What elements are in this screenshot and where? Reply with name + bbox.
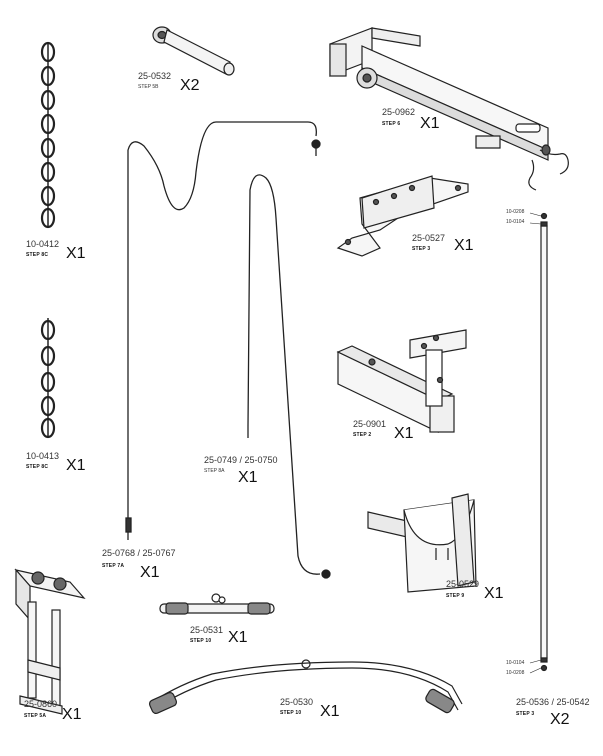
part-number: 25-0962 xyxy=(382,107,416,117)
top-bracket-25-0962 xyxy=(329,27,569,191)
part-number: 25-0536 / 25-0542 xyxy=(516,697,590,707)
arm-bracket-25-0901 xyxy=(336,329,467,433)
step-label: STEP 3 xyxy=(412,246,431,252)
quantity: X2 xyxy=(180,77,200,94)
holder-25-0529 xyxy=(367,493,477,593)
curved-bar-25-0530 xyxy=(148,659,463,715)
step-label: STEP 10 xyxy=(280,710,302,716)
part-number: 25-0749 / 25-0750 xyxy=(204,455,278,465)
part-number: 25-0527 xyxy=(412,233,446,243)
part-number: 25-0768 / 25-0767 xyxy=(102,548,176,558)
quantity: X1 xyxy=(320,703,340,720)
mount-plate-25-0527 xyxy=(336,175,469,257)
hardware-bottom-b: 10-0208 xyxy=(506,670,525,676)
cable-25-0768 xyxy=(125,150,331,579)
chain-10-0413 xyxy=(40,318,56,439)
step-label: STEP 7A xyxy=(102,563,125,569)
quantity: X1 xyxy=(228,629,248,646)
step-label: STEP 2 xyxy=(353,432,372,438)
pin-25-0532 xyxy=(152,26,235,76)
step-label: STEP 9 xyxy=(446,593,465,599)
step-label: STEP 8C xyxy=(26,252,49,258)
step-label: STEP 6 xyxy=(382,121,401,127)
step-label: STEP 5B xyxy=(138,84,159,90)
chain-10-0412 xyxy=(40,41,56,229)
straight-bar-25-0531 xyxy=(159,593,275,615)
step-label: STEP 8A xyxy=(204,468,225,474)
hardware-top-b: 10-0104 xyxy=(506,219,525,225)
quantity: X1 xyxy=(66,457,86,474)
step-label: STEP 10 xyxy=(190,638,212,644)
quantity: X1 xyxy=(454,237,474,254)
part-number: 25-0532 xyxy=(138,71,172,81)
hardware-bottom-a: 10-0104 xyxy=(506,660,525,666)
part-number: 25-0901 xyxy=(353,419,387,429)
step-label: STEP 5A xyxy=(24,713,47,719)
quantity: X2 xyxy=(550,711,570,728)
quantity: X1 xyxy=(394,425,414,442)
part-number: 10-0413 xyxy=(26,451,60,461)
cable-25-0749 xyxy=(127,121,321,211)
quantity: X1 xyxy=(484,585,504,602)
part-number: 25-0860 xyxy=(24,699,58,709)
step-label: STEP 8C xyxy=(26,464,49,470)
part-number: 25-0531 xyxy=(190,625,224,635)
hardware-top-a: 10-0208 xyxy=(506,209,525,215)
part-number: 25-0530 xyxy=(280,697,314,707)
carriage-25-0860 xyxy=(14,568,86,715)
quantity: X1 xyxy=(62,706,82,723)
quantity: X1 xyxy=(420,115,440,132)
quantity: X1 xyxy=(140,564,160,581)
quantity: X1 xyxy=(66,245,86,262)
quantity: X1 xyxy=(238,469,258,486)
guide-rod-25-0536 xyxy=(529,212,548,674)
step-label: STEP 3 xyxy=(516,711,535,717)
part-number: 25-0529 xyxy=(446,579,480,589)
part-number: 10-0412 xyxy=(26,239,60,249)
